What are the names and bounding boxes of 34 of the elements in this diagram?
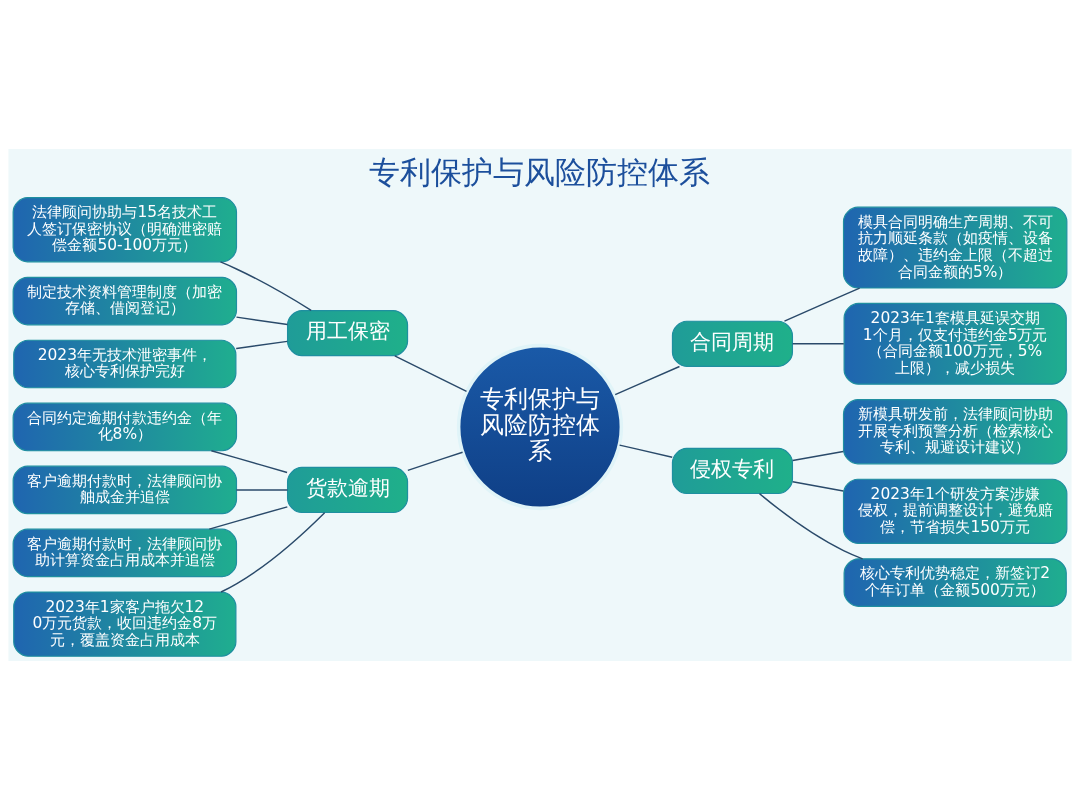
node-box: 用工保密 (286, 309, 409, 356)
node-box: 制定技术资料管理制度（加密存储、借阅登记） (12, 276, 238, 325)
connector (783, 286, 861, 322)
connector (208, 505, 288, 530)
connector (758, 492, 864, 559)
connector (235, 315, 289, 325)
connector (394, 354, 468, 392)
node-box: 合同约定逾期付款违约金（年化8%） (12, 402, 238, 451)
diagram-title: 专利保护与风险防控体系 (369, 153, 711, 190)
node-box: 新模具研发前，法律顾问协助开展专利预警分析（检索核心专利、规避设计建议） (842, 398, 1068, 464)
connector (235, 340, 289, 349)
connector (235, 488, 289, 491)
connector (618, 443, 673, 458)
node-box: 核心专利优势稳定，新签订2个年订单（金额500万元） (843, 557, 1067, 607)
connector (219, 260, 312, 311)
node-box: 2023年1套模具延误交期1个月，仅支付违约金5万元（合同金额100万元，5%上限），减少损失 (843, 302, 1067, 385)
node-box: 模具合同明确生产周期、不可抗力顺延条款（如疫情、设备故障）、违约金上限（不超过合同金额的5%） (842, 206, 1068, 289)
connector (791, 342, 845, 345)
node-box: 2023年无技术泄密事件，核心专利保护完好 (13, 339, 237, 388)
node-box: 2023年1家客户拖欠120万元货款，收回违约金8万元，覆盖资金占用成本 (13, 591, 237, 657)
node-box: 侵权专利 (671, 447, 794, 494)
node-box: 客户逾期付款时，法律顾问协舳成金并追偿 (12, 465, 238, 514)
node-circle: 专利保护与风险防控体系 (456, 343, 624, 510)
node-box: 货款逾期 (286, 466, 409, 513)
node-box: 客户逾期付款时，法律顾问协助计算资金占用成本并追偿 (12, 528, 238, 577)
connector (791, 480, 844, 492)
connector (791, 450, 844, 461)
connector (407, 451, 464, 471)
node-box: 合同周期 (671, 320, 794, 367)
node-box: 法律顾问协助与15名技术工人签订保密协议（明确泄密赔偿金额50-100万元） (12, 196, 238, 262)
connector (210, 449, 288, 473)
connector (614, 365, 681, 395)
node-box: 2023年1个研发方案涉嫌侵权，提前调整设计，避免赔偿，节省损失150万元 (842, 478, 1068, 544)
connector (220, 511, 326, 593)
